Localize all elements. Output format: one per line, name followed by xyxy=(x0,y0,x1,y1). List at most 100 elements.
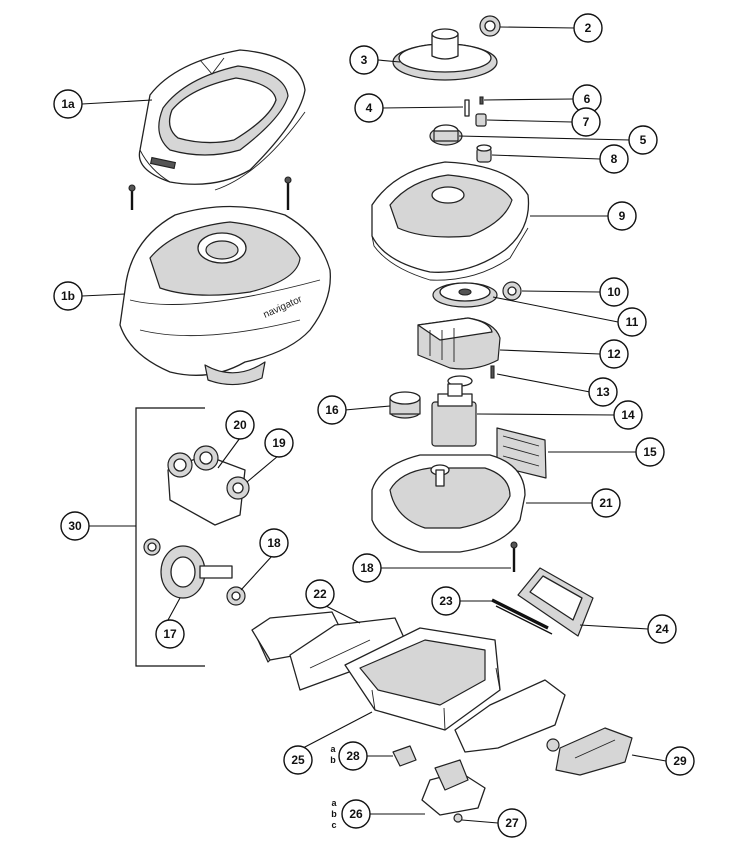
svg-text:1a: 1a xyxy=(61,97,75,111)
svg-text:3: 3 xyxy=(361,53,368,67)
part-1a-top-cover xyxy=(138,49,306,191)
part-11-disc xyxy=(432,282,498,308)
callout-17: 17 xyxy=(155,619,185,649)
svg-text:4: 4 xyxy=(366,101,373,115)
svg-text:19: 19 xyxy=(272,436,286,450)
svg-text:1b: 1b xyxy=(61,289,75,303)
part-25-chassis xyxy=(344,627,501,731)
svg-text:b: b xyxy=(330,755,336,765)
callout-15: 15 xyxy=(635,437,665,467)
part-4-pin xyxy=(464,99,470,117)
svg-text:23: 23 xyxy=(439,594,453,608)
svg-text:2: 2 xyxy=(585,21,592,35)
bracket-30 xyxy=(88,407,205,667)
callout-27: 27 xyxy=(497,808,527,838)
svg-text:28: 28 xyxy=(346,749,360,763)
part-19-wheel xyxy=(226,476,250,500)
svg-text:10: 10 xyxy=(607,285,621,299)
part-28-small-latch xyxy=(392,745,417,767)
callout-10: 10 xyxy=(599,277,629,307)
svg-text:9: 9 xyxy=(619,209,626,223)
part-8-spacer xyxy=(476,144,492,163)
part-26-bracket xyxy=(421,759,486,816)
part-18-bearing xyxy=(226,586,246,606)
part-22-side-cover-left xyxy=(251,611,406,691)
part-2-bushing xyxy=(479,15,501,37)
svg-text:5: 5 xyxy=(640,133,647,147)
svg-text:12: 12 xyxy=(607,347,621,361)
svg-text:16: 16 xyxy=(325,403,339,417)
callout-9: 9 xyxy=(607,201,637,231)
svg-text:24: 24 xyxy=(655,622,669,636)
part-29-side-cover-right xyxy=(454,679,633,776)
svg-text:6: 6 xyxy=(584,92,591,106)
svg-text:26: 26 xyxy=(349,807,363,821)
svg-text:30: 30 xyxy=(68,519,82,533)
callout-7: 7 xyxy=(571,107,601,137)
variants-26: a b c xyxy=(331,798,337,830)
part-27-screw xyxy=(453,813,463,823)
callout-12: 12 xyxy=(599,339,629,369)
svg-text:29: 29 xyxy=(673,754,687,768)
svg-text:a: a xyxy=(331,798,337,808)
callout-11: 11 xyxy=(617,307,647,337)
cover-screws xyxy=(128,176,292,210)
callout-22: 22 xyxy=(305,579,335,609)
part-24-flap xyxy=(517,567,594,637)
callout-21: 21 xyxy=(591,488,621,518)
svg-text:b: b xyxy=(331,809,337,819)
callout-29: 29 xyxy=(665,746,695,776)
callout-8: 8 xyxy=(599,144,629,174)
part-1b-body: navigator xyxy=(119,205,331,386)
callout-18-right: 18 xyxy=(352,553,382,583)
callout-1b: 1b xyxy=(53,281,83,311)
svg-text:17: 17 xyxy=(163,627,177,641)
svg-text:11: 11 xyxy=(626,315,639,329)
svg-text:14: 14 xyxy=(621,408,635,422)
part-7-nut xyxy=(475,113,487,127)
svg-text:22: 22 xyxy=(313,587,327,601)
svg-text:27: 27 xyxy=(505,816,519,830)
svg-text:21: 21 xyxy=(599,496,613,510)
part-21-base-tray xyxy=(371,454,526,553)
svg-text:a: a xyxy=(330,744,336,754)
callout-30: 30 xyxy=(60,511,90,541)
screw-18-lower xyxy=(510,541,518,572)
callout-3: 3 xyxy=(349,45,379,75)
callout-23: 23 xyxy=(431,586,461,616)
callout-2: 2 xyxy=(573,13,603,43)
part-3-gear xyxy=(392,28,498,81)
callout-13: 13 xyxy=(588,377,618,407)
callout-1a: 1a xyxy=(53,89,83,119)
part-16-cylinder xyxy=(389,391,421,419)
callout-14: 14 xyxy=(613,400,643,430)
part-6-small-pin xyxy=(479,96,484,105)
part-20-wheel-assembly xyxy=(167,445,246,526)
svg-text:8: 8 xyxy=(611,152,618,166)
svg-text:15: 15 xyxy=(643,445,657,459)
svg-text:13: 13 xyxy=(596,385,610,399)
svg-text:c: c xyxy=(331,820,336,830)
callout-19: 19 xyxy=(264,428,294,458)
callout-16: 16 xyxy=(317,395,347,425)
svg-text:25: 25 xyxy=(291,753,305,767)
callout-25: 25 xyxy=(283,745,313,775)
part-17-turbine xyxy=(143,538,233,599)
part-5-bearing xyxy=(429,124,463,146)
callout-18-left: 18 xyxy=(259,528,289,558)
callout-20: 20 xyxy=(225,410,255,440)
callout-28: 28 xyxy=(338,741,368,771)
part-9-gear-housing xyxy=(371,161,530,281)
part-23-axle xyxy=(491,598,553,635)
svg-text:18: 18 xyxy=(360,561,374,575)
part-12-motor-bracket xyxy=(417,317,501,370)
part-10-cap xyxy=(502,281,522,301)
variants-28: a b xyxy=(330,744,336,765)
callout-4: 4 xyxy=(354,93,384,123)
svg-text:20: 20 xyxy=(233,418,247,432)
callout-5: 5 xyxy=(628,125,658,155)
svg-text:7: 7 xyxy=(583,115,590,129)
svg-text:18: 18 xyxy=(267,536,281,550)
callout-24: 24 xyxy=(647,614,677,644)
